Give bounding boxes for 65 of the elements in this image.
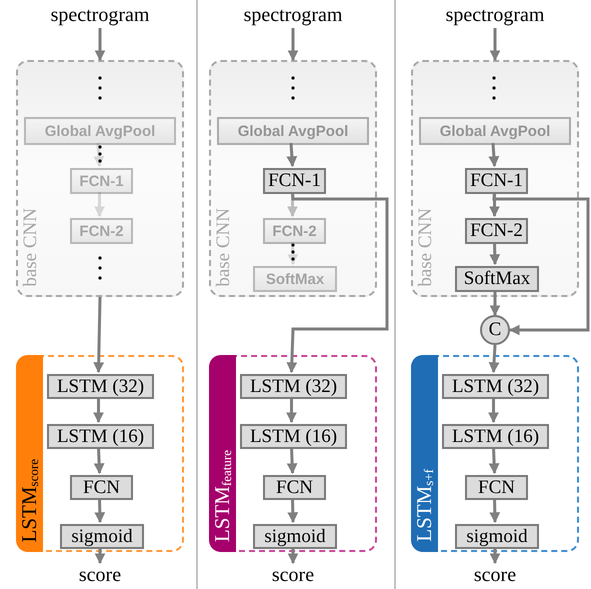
process-box: FCN xyxy=(465,475,528,500)
process-box: LSTM (16) xyxy=(47,424,154,449)
group-label: base CNN xyxy=(21,208,40,287)
arrow xyxy=(490,290,500,316)
arrow xyxy=(488,142,500,168)
arrow xyxy=(94,28,106,62)
arrow xyxy=(287,498,298,524)
io-label: spectrogram xyxy=(435,2,555,28)
io-label: score xyxy=(455,563,535,587)
arrow xyxy=(288,28,298,62)
process-box: Global AvgPool xyxy=(419,117,571,145)
process-box: sigmoid xyxy=(60,524,144,549)
arrow xyxy=(288,547,298,564)
arrow xyxy=(94,547,106,564)
process-box: FCN-2 xyxy=(70,218,133,244)
process-box: FCN-1 xyxy=(465,168,528,194)
arrow xyxy=(488,446,500,474)
arrow xyxy=(93,142,104,168)
process-box: sigmoid xyxy=(253,524,337,549)
process-box: sigmoid xyxy=(455,524,539,549)
group-box xyxy=(16,355,184,552)
process-box: SoftMax xyxy=(455,266,539,292)
arrow xyxy=(286,446,298,474)
process-box: LSTM (32) xyxy=(240,374,347,399)
arrow xyxy=(488,344,500,374)
group-label: base CNN xyxy=(416,208,435,287)
group-box xyxy=(209,60,377,297)
arrow xyxy=(492,192,590,336)
process-box: FCN xyxy=(70,475,133,500)
group-box xyxy=(209,355,377,552)
process-box: FCN xyxy=(263,475,326,500)
io-label: score xyxy=(253,563,333,587)
arrow xyxy=(286,192,388,374)
process-box: Global AvgPool xyxy=(24,117,176,145)
arrow xyxy=(490,28,500,62)
process-box: FCN-1 xyxy=(70,168,133,194)
arrow xyxy=(488,397,499,424)
process-box: Global AvgPool xyxy=(217,117,369,145)
io-label: spectrogram xyxy=(40,2,160,28)
arrow xyxy=(94,446,105,474)
process-box: FCN-1 xyxy=(263,168,326,194)
arrow xyxy=(93,397,104,424)
arrow xyxy=(287,242,298,266)
arrow xyxy=(286,142,298,168)
process-box: LSTM (32) xyxy=(47,374,154,399)
process-box: LSTM (16) xyxy=(240,424,347,449)
io-label: score xyxy=(60,563,140,587)
arrow xyxy=(93,296,104,374)
arrow xyxy=(490,547,500,564)
arrow xyxy=(94,192,105,218)
arrow xyxy=(286,397,297,424)
group-box xyxy=(411,355,579,552)
process-box: FCN-2 xyxy=(263,218,326,244)
process-box: LSTM (16) xyxy=(442,424,549,449)
arrow xyxy=(489,498,500,524)
arrow xyxy=(489,242,500,266)
process-box: SoftMax xyxy=(253,266,337,292)
group-box xyxy=(16,60,184,297)
process-box: FCN-2 xyxy=(465,218,528,244)
group-label: base CNN xyxy=(214,208,233,287)
process-box: LSTM (32) xyxy=(442,374,549,399)
concat-circle: C xyxy=(480,315,510,345)
group-box xyxy=(411,60,579,297)
arrow xyxy=(94,498,106,524)
io-label: spectrogram xyxy=(233,2,353,28)
